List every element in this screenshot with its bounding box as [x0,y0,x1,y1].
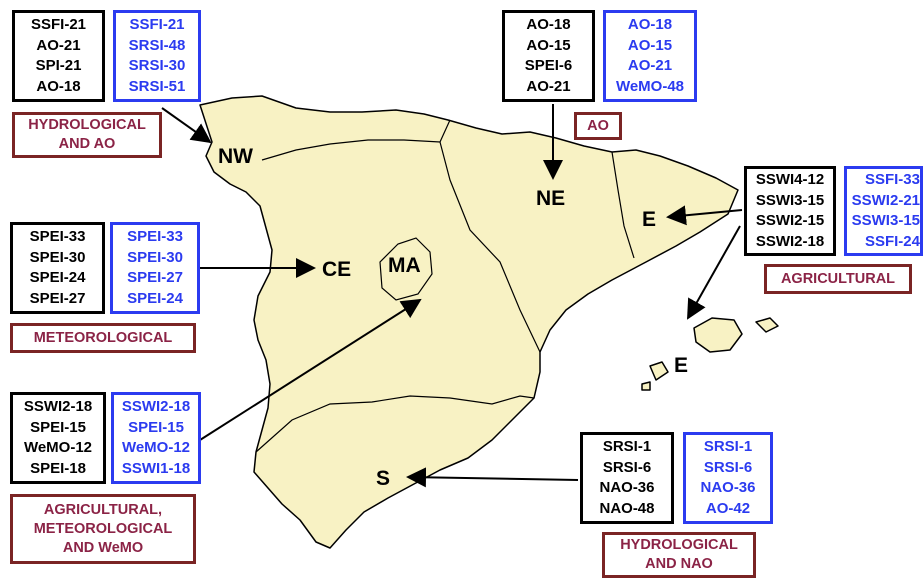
box-item: SPEI-27 [127,269,183,286]
box-item: AO-21 [526,77,571,95]
box-item: SPI-21 [35,57,82,74]
box-item: AO-18 [36,77,81,95]
label-line: AND WeMO [62,539,144,556]
e-mainland-arrow [666,205,743,226]
region-ma: MA [388,254,421,277]
label-line: HYDROLOGICAL [620,537,738,553]
s-border [255,395,535,453]
spain-mainland-shape [199,95,739,549]
box-item: SSWI3-15 [851,212,920,229]
ma-blue-box: SSWI2-18 SPEI-15 WeMO-12 SSWI1-18 [111,392,201,484]
box-item: AO-15 [526,36,571,54]
box-item: SPEI-33 [127,228,183,245]
region-e-mainland: E [642,208,657,231]
box-item: SSWI3-15 [755,191,825,209]
box-item: NAO-36 [700,479,756,496]
box-item: SRSI-6 [703,458,753,476]
ma-region-shape [379,237,433,301]
ne-e-border [611,151,635,259]
box-item: AO-21 [36,36,81,54]
menorca-shape [755,317,779,333]
label-line: HYDROLOGICAL [28,117,146,133]
label-line: METEOROLOGICAL [33,329,173,346]
box-item: SSFI-33 [864,171,920,188]
formentera-shape [641,381,651,391]
box-item: SSFI-21 [129,16,185,33]
box-item: SSWI2-18 [121,398,191,415]
box-item: WeMO-12 [121,439,191,456]
ne-black-box: AO-18 AO-15 SPEI-6 AO-21 [502,10,595,102]
box-item: SPEI-6 [524,57,573,74]
ne-blue-box: AO-18 AO-15 AO-21 WeMO-48 [603,10,697,102]
box-item: AO-21 [627,57,673,74]
ce-black-box: SPEI-33 SPEI-30 SPEI-24 SPEI-27 [10,222,105,314]
box-item: SSWI1-18 [121,459,191,477]
s-blue-box: SRSI-1 SRSI-6 NAO-36 AO-42 [683,432,773,524]
box-item: SSWI2-18 [755,232,825,250]
box-item: SPEI-15 [30,418,86,436]
region-nw: NW [218,145,253,168]
label-line: AND NAO [645,556,713,572]
ibiza-shape [649,361,669,381]
box-item: SSWI2-18 [23,398,93,415]
ne-ce-border [439,141,541,353]
ce-blue-box: SPEI-33 SPEI-30 SPEI-27 SPEI-24 [110,222,200,314]
ma-black-box: SSWI2-18 SPEI-15 WeMO-12 SPEI-18 [10,392,106,484]
s-category-label: HYDROLOGICAL AND NAO [602,532,756,578]
nw-arrow [161,107,212,144]
box-item: SPEI-27 [29,289,86,307]
label-line: AGRICULTURAL, [43,501,163,518]
region-ce: CE [322,258,352,281]
box-item: SRSI-1 [703,438,753,455]
box-item: SRSI-51 [128,77,186,95]
box-item: SPEI-24 [127,289,183,307]
box-item: AO-18 [627,16,673,33]
nw-category-label: HYDROLOGICAL AND AO [12,112,162,158]
box-item: WeMO-12 [23,439,93,456]
box-item: SPEI-18 [30,459,86,477]
region-s: S [376,467,391,490]
ne-category-label: AO [574,112,622,140]
e-black-box: SSWI4-12 SSWI3-15 SSWI2-15 SSWI2-18 [744,166,836,256]
box-item: WeMO-48 [615,77,685,95]
e-category-label: AGRICULTURAL [764,264,912,294]
box-item: AO-42 [705,499,751,517]
e-islands-arrow [687,225,741,320]
box-item: SSFI-24 [864,232,920,250]
ce-category-label: METEOROLOGICAL [10,323,196,353]
box-item: SSFI-21 [30,16,87,33]
s-arrow [406,467,579,488]
e-blue-box: SSFI-33 SSWI2-21 SSWI3-15 SSFI-24 [844,166,923,256]
box-item: SSWI4-12 [755,171,825,188]
label-line: METEOROLOGICAL [33,520,173,537]
box-item: AO-18 [526,16,571,33]
box-item: SSWI2-21 [851,191,920,209]
ma-category-label: AGRICULTURAL, METEOROLOGICAL AND WeMO [10,494,196,564]
label-line: AO [587,117,609,134]
s-black-box: SRSI-1 SRSI-6 NAO-36 NAO-48 [580,432,674,524]
box-item: NAO-48 [599,499,655,517]
box-item: SSWI2-15 [755,212,825,229]
box-item: SRSI-6 [602,458,652,476]
nw-black-box: SSFI-21 AO-21 SPI-21 AO-18 [12,10,105,102]
nw-blue-box: SSFI-21 SRSI-48 SRSI-30 SRSI-51 [113,10,201,102]
box-item: SPEI-30 [29,248,86,266]
mallorca-shape [693,317,743,353]
box-item: SRSI-1 [602,438,652,455]
box-item: NAO-36 [599,479,655,496]
region-ne: NE [536,187,566,210]
ma-arrow [199,298,422,441]
box-item: SPEI-33 [29,228,86,245]
box-item: AO-15 [627,36,673,54]
region-e-islands: E [674,354,689,377]
label-line: AND AO [58,136,116,152]
box-item: SRSI-30 [128,57,186,74]
box-item: SPEI-24 [29,269,86,286]
box-item: SPEI-30 [127,248,183,266]
box-item: SPEI-15 [128,418,184,436]
box-item: SRSI-48 [128,36,186,54]
label-line: AGRICULTURAL [780,270,896,287]
